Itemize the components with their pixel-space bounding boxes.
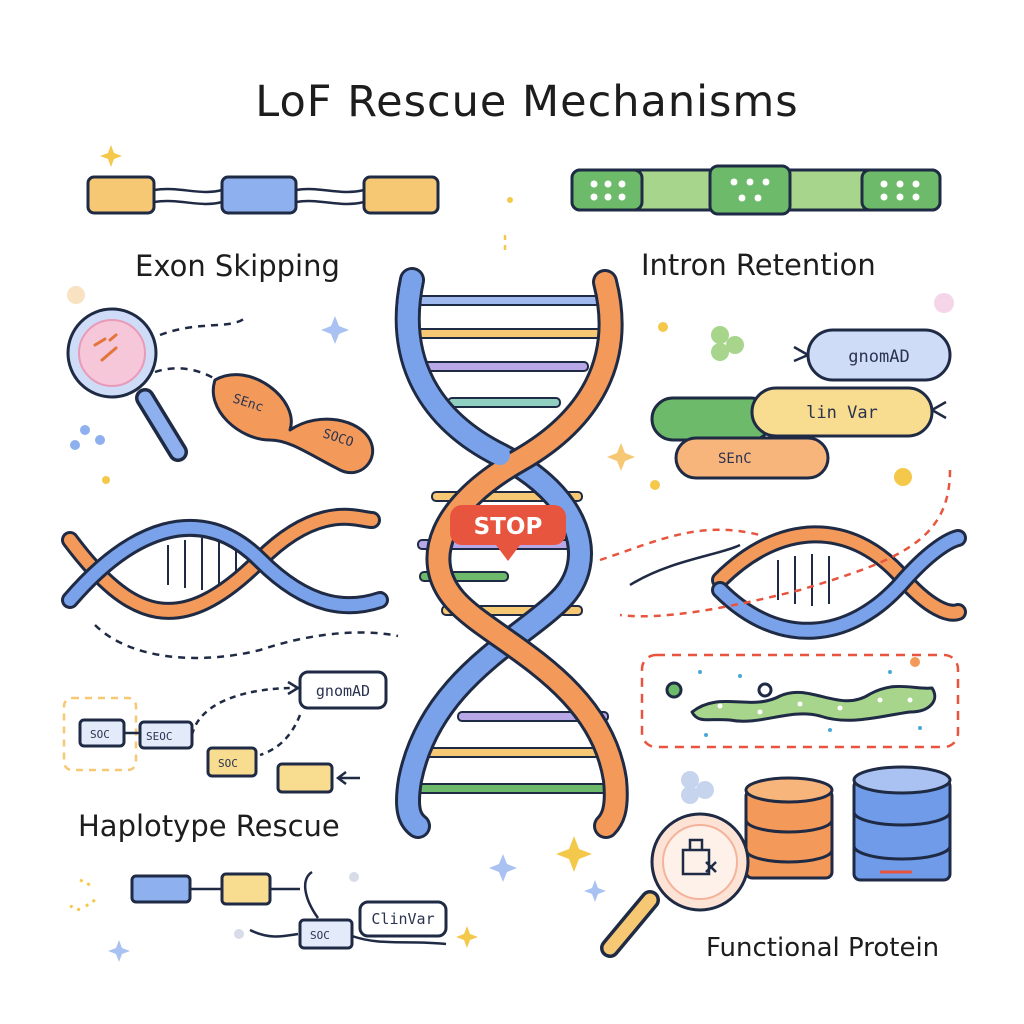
exon-skipping-label: Exon Skipping — [135, 249, 340, 283]
intron-exon-left — [570, 168, 644, 212]
decorative-sparkles — [67, 145, 954, 962]
exon-block-right — [362, 175, 440, 215]
functional-protein-label: Functional Protein — [706, 933, 939, 963]
gnomad-left-label: gnomAD — [316, 682, 370, 700]
blue-database-icon — [852, 765, 952, 882]
arrow-link — [629, 543, 741, 587]
clinvar-pill — [750, 386, 934, 438]
right-wave-helix — [711, 525, 967, 640]
seqc-pill — [674, 436, 830, 480]
magnifier-search-icon — [600, 812, 750, 958]
exon-block-left — [86, 175, 156, 215]
haplotype-rescue-label: Haplotype Rescue — [78, 809, 340, 843]
clinvar-pill-label: lin Var — [806, 403, 878, 423]
protein-chain-icon — [665, 657, 937, 737]
exon-skipping-diagram — [86, 175, 440, 215]
dashed-link-red — [599, 528, 761, 562]
exon-block-middle — [220, 175, 298, 215]
intron-exon-right — [860, 168, 942, 212]
chip-d-label: SOC — [310, 929, 330, 942]
chip-b-label: SEOC — [146, 730, 173, 743]
dna-helix — [394, 267, 629, 839]
dashed-link — [94, 624, 399, 660]
clinvar-bottom-label: ClinVar — [371, 910, 434, 928]
intron-retention-diagram — [570, 164, 942, 216]
gnomad-pill-label: gnomAD — [848, 347, 909, 367]
exon-connector-a — [153, 187, 223, 206]
magnifier-icon — [66, 307, 188, 462]
chip-c-label: SOC — [218, 757, 238, 770]
orange-ribbon-icon — [211, 373, 375, 475]
left-wave-helix — [61, 507, 389, 620]
orange-database-icon — [744, 776, 834, 880]
exon-connector-b — [295, 187, 365, 206]
haplotype-chips — [78, 670, 388, 794]
intron-exon-middle — [708, 164, 792, 216]
stop-sign-label: STOP — [474, 514, 543, 540]
pill-stack — [650, 328, 952, 480]
chip-a-label: SOC — [90, 728, 110, 741]
dashed-link-red — [619, 469, 952, 618]
stop-sign-icon — [450, 505, 566, 561]
page-title: LoF Rescue Mechanisms — [255, 77, 798, 127]
seqc-pill-label: SEnC — [718, 451, 752, 467]
intron-retention-label: Intron Retention — [641, 248, 876, 282]
bottom-chain — [130, 870, 448, 950]
protein-frame — [640, 653, 960, 749]
dashed-link — [159, 316, 246, 337]
